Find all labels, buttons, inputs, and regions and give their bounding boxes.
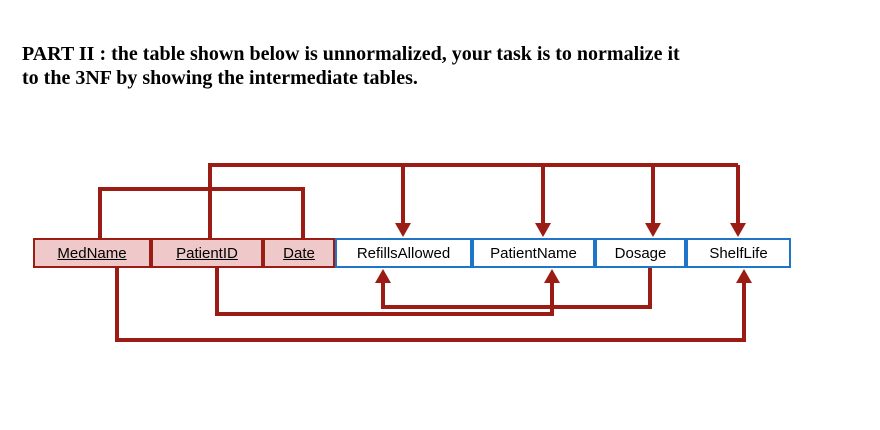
column-date: Date [263, 238, 335, 268]
column-shelflife: ShelfLife [686, 238, 791, 268]
fd-medname-to-shelflife [115, 268, 746, 342]
column-refillsallowed: RefillsAllowed [335, 238, 472, 268]
column-patientid: PatientID [151, 238, 263, 268]
arrowhead-up-refillsallowed [375, 269, 391, 283]
column-patientid-label: PatientID [176, 244, 238, 262]
composite-key-bracket [98, 187, 305, 238]
key-to-nonkey-top-line [208, 163, 738, 238]
arrowhead-down-shelflife [730, 223, 746, 237]
fd-patientid-to-patientname [215, 268, 554, 316]
fd-dosage-to-refillsallowed [381, 268, 652, 309]
column-medname: MedName [33, 238, 151, 268]
column-patientname: PatientName [472, 238, 595, 268]
heading-line-2: to the 3NF by showing the intermediate t… [22, 67, 418, 89]
arrowhead-up-patientname [544, 269, 560, 283]
column-dosage-label: Dosage [614, 244, 667, 262]
heading-line-1: PART II : the table shown below is unnor… [22, 43, 680, 65]
arrowhead-down-patientname [535, 223, 551, 237]
arrowhead-down-dosage [645, 223, 661, 237]
column-shelflife-label: ShelfLife [709, 244, 768, 262]
column-patientname-label: PatientName [490, 244, 577, 262]
arrowhead-up-shelflife [736, 269, 752, 283]
exercise-heading: PART II : the table shown below is unnor… [22, 42, 862, 90]
column-medname-label: MedName [57, 244, 127, 262]
column-refillsallowed-label: RefillsAllowed [356, 244, 451, 262]
arrowhead-down-refillsallowed [395, 223, 411, 237]
column-date-label: Date [283, 244, 315, 262]
column-dosage: Dosage [595, 238, 686, 268]
